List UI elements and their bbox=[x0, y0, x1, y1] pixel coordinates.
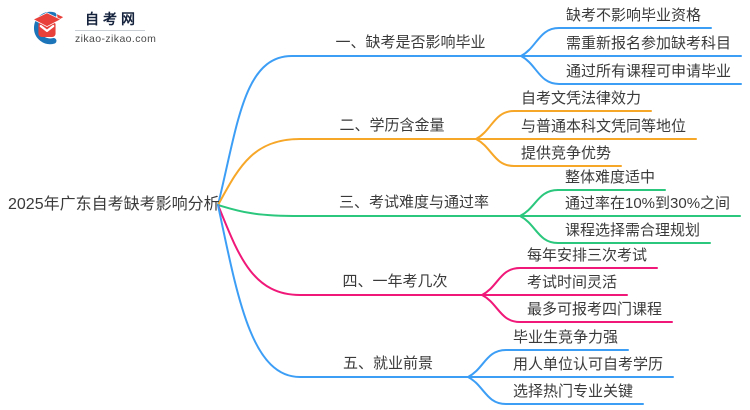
branch-curve bbox=[217, 138, 477, 206]
leaf-underline bbox=[520, 27, 712, 57]
leaf-underline bbox=[481, 267, 658, 296]
mindmap-leaf-node[interactable]: 每年安排三次考试 bbox=[527, 247, 648, 264]
logo-divider bbox=[75, 30, 145, 31]
mindmap-root-node[interactable]: 2025年广东自考缺考影响分析 bbox=[8, 196, 220, 213]
branch-curve bbox=[217, 204, 469, 378]
leaf-underline bbox=[475, 138, 622, 167]
mindmap-branch-node[interactable]: 二、学历含金量 bbox=[339, 117, 445, 134]
mindmap-leaf-node[interactable]: 提供竞争优势 bbox=[521, 145, 612, 162]
leaf-underline bbox=[481, 294, 673, 323]
mindmap-leaf-node[interactable]: 用人单位认可自考学历 bbox=[513, 356, 664, 373]
mindmap-branch-node[interactable]: 五、就业前景 bbox=[342, 355, 433, 372]
mindmap-leaf-node[interactable]: 与普通本科文凭同等地位 bbox=[521, 118, 687, 135]
leaf-underline bbox=[519, 215, 711, 244]
graduation-cap-logo-icon bbox=[32, 11, 64, 45]
mindmap-leaf-node[interactable]: 缺考不影响毕业资格 bbox=[566, 7, 702, 24]
leaf-underline bbox=[520, 55, 742, 85]
leaf-underline bbox=[519, 189, 666, 217]
logo-title: 自考网 bbox=[85, 11, 139, 27]
mindmap-leaf-node[interactable]: 自考文凭法律效力 bbox=[521, 90, 642, 107]
site-logo: 自考网 zikao-zikao.com bbox=[28, 8, 156, 48]
logo-domain-url: zikao-zikao.com bbox=[75, 33, 157, 45]
leaf-underline bbox=[475, 110, 652, 140]
leaf-underline bbox=[467, 349, 629, 378]
mindmap-leaf-node[interactable]: 通过所有课程可申请毕业 bbox=[566, 63, 732, 80]
mindmap-leaf-node[interactable]: 最多可报考四门课程 bbox=[527, 301, 663, 318]
mindmap-leaf-node[interactable]: 毕业生竞争力强 bbox=[513, 329, 619, 346]
branch-curve bbox=[217, 55, 522, 206]
mindmap-leaf-node[interactable]: 通过率在10%到30%之间 bbox=[565, 195, 731, 212]
mindmap-leaf-node[interactable]: 需重新报名参加缺考科目 bbox=[566, 35, 732, 52]
mindmap-leaf-node[interactable]: 整体难度适中 bbox=[565, 169, 656, 186]
mindmap-branch-node[interactable]: 四、一年考几次 bbox=[342, 273, 448, 290]
branch-curve bbox=[217, 204, 483, 296]
mindmap-branch-node[interactable]: 一、缺考是否影响毕业 bbox=[335, 34, 486, 51]
mindmap-leaf-node[interactable]: 考试时间灵活 bbox=[527, 274, 618, 291]
mindmap-branch-node[interactable]: 三、考试难度与通过率 bbox=[338, 194, 489, 211]
branch-curve bbox=[217, 204, 521, 217]
mindmap-leaf-node[interactable]: 选择热门专业关键 bbox=[513, 383, 634, 400]
mindmap-leaf-node[interactable]: 课程选择需合理规划 bbox=[565, 222, 701, 239]
leaf-underline bbox=[467, 376, 644, 405]
